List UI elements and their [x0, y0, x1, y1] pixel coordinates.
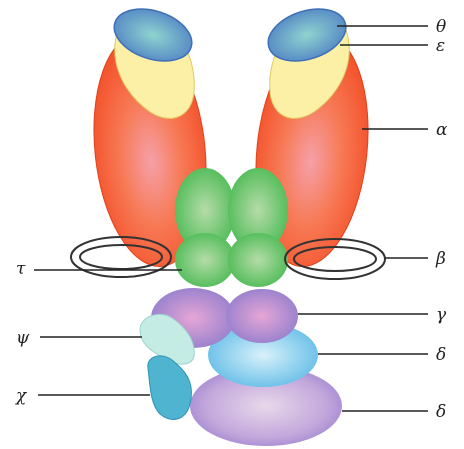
- chi-subunit: [148, 356, 192, 420]
- label-delta: δ: [436, 345, 446, 365]
- tau-subunit: [175, 168, 288, 287]
- label-chi: χ: [15, 386, 28, 406]
- label-delta-prime: δ: [436, 402, 446, 422]
- label-beta: β: [435, 249, 446, 269]
- label-psi: ψ: [16, 328, 30, 348]
- label-gamma: γ: [436, 305, 447, 325]
- label-tau: τ: [16, 259, 26, 279]
- label-theta: θ: [436, 17, 446, 37]
- label-epsilon: ε: [436, 36, 445, 56]
- label-alpha: α: [436, 120, 448, 140]
